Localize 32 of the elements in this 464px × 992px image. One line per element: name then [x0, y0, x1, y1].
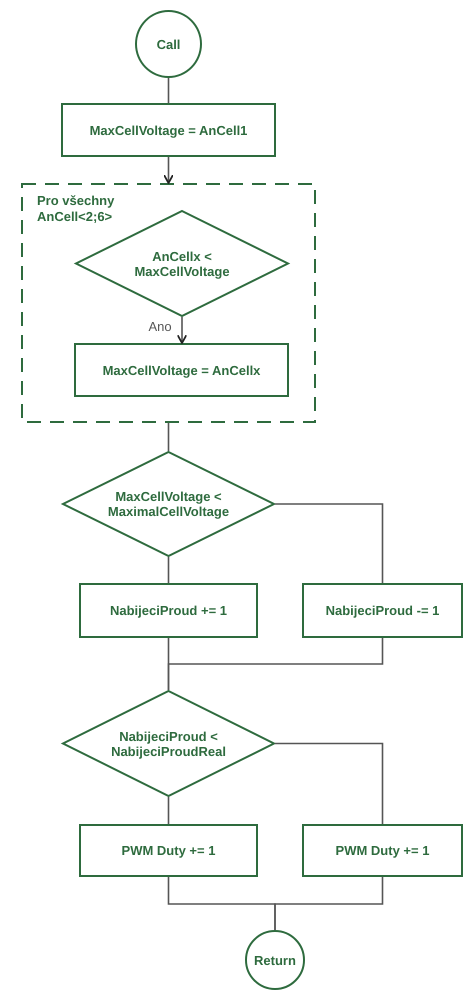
- arrow: [163, 157, 174, 184]
- process-box: [74, 343, 289, 397]
- loop-frame: [21, 183, 316, 423]
- node-label: Call: [156, 36, 180, 52]
- connector-line: [275, 742, 384, 824]
- node-label: NabijeciProud -= 1: [326, 603, 440, 618]
- process-box: [79, 824, 258, 877]
- edge-label: Ano: [148, 319, 173, 334]
- connector-line: [274, 877, 384, 930]
- arrow: [176, 317, 188, 344]
- connector-line: [275, 503, 384, 583]
- node-label: PWM Duty += 1: [122, 843, 216, 858]
- process-box: [61, 103, 276, 157]
- node-label: PWM Duty += 1: [336, 843, 430, 858]
- node-label: MaxCellVoltage = AnCell1: [90, 122, 248, 138]
- node-label: NabijeciProud < NabijeciProudReal: [110, 728, 227, 758]
- node-label: Return: [254, 952, 296, 968]
- node-label: MaxCellVoltage = AnCellx: [102, 362, 260, 378]
- connector-line: [168, 797, 170, 824]
- decision-diamond: [62, 690, 275, 797]
- decision-diamond: [62, 451, 275, 557]
- connector-line: [168, 78, 170, 103]
- connector-line: [168, 638, 384, 690]
- node-label: MaxCellVoltage < MaximalCellVoltage: [106, 489, 230, 519]
- node-label: NabijeciProud += 1: [110, 603, 228, 618]
- process-box: [79, 583, 258, 638]
- process-box: [302, 824, 463, 877]
- connector-line: [168, 557, 170, 583]
- node-label: AnCellx < MaxCellVoltage: [133, 248, 231, 278]
- connector-line: [168, 423, 170, 451]
- process-box: [302, 583, 463, 638]
- loop-heading: Pro všechny AnCell<2;6>: [37, 193, 116, 224]
